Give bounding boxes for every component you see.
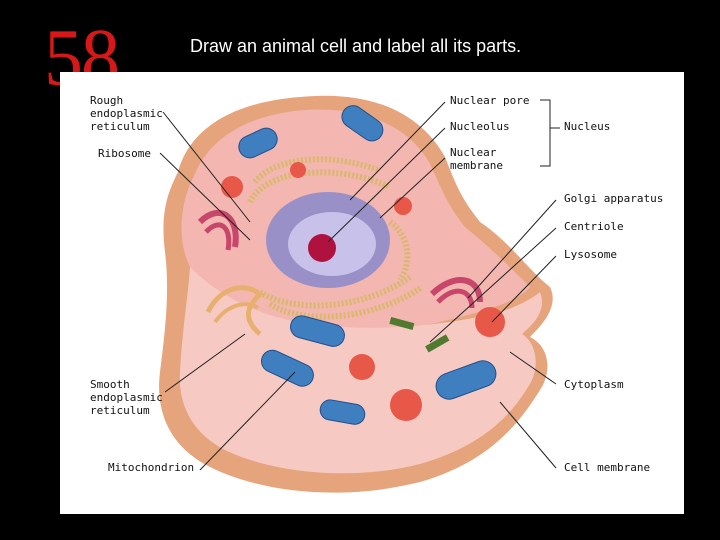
label-mitochondrion: Mitochondrion: [108, 461, 194, 474]
smooth-er-group: [205, 285, 264, 336]
label-nuclear-membrane: membrane: [450, 159, 503, 172]
leader-line: [491, 255, 557, 323]
lysosome-shape: [394, 197, 412, 215]
label-cytoplasm: Cytoplasm: [564, 378, 624, 391]
label-smooth-er: reticulum: [90, 404, 150, 417]
lysosome-shape: [290, 162, 306, 178]
rough-er-shape: [258, 274, 412, 309]
leader-line: [164, 333, 246, 393]
leader-line: [199, 371, 296, 471]
lysosome-shape: [390, 389, 422, 421]
leader-line: [349, 101, 446, 201]
label-nucleus: Nucleus: [564, 120, 610, 133]
leader-line: [429, 227, 557, 343]
label-centriole: Centriole: [564, 220, 624, 233]
mitochondrion-shape: [341, 105, 384, 142]
label-rough-er: reticulum: [90, 120, 150, 133]
animal-cell-diagram: Rough endoplasmic reticulum Ribosome Smo…: [90, 94, 663, 493]
mitochondrion-shape: [435, 360, 497, 400]
leader-line: [159, 152, 251, 241]
label-nucleolus: Nucleolus: [450, 120, 510, 133]
mitochondrion-shape: [260, 349, 314, 387]
mitochondrion-shape: [238, 127, 278, 159]
label-rough-er: endoplasmic: [90, 107, 163, 120]
rough-er-shape: [388, 219, 411, 282]
label-nuclear-membrane: Nuclear: [450, 146, 497, 159]
leader-line: [509, 351, 557, 385]
label-smooth-er: endoplasmic: [90, 391, 163, 404]
label-cell-membrane: Cell membrane: [564, 461, 650, 474]
leader-line: [327, 127, 446, 243]
label-nuclear-pore: Nuclear pore: [450, 94, 529, 107]
leader-line: [467, 199, 557, 299]
mitochondrion-shape: [319, 399, 366, 425]
nucleus-bracket: [540, 99, 560, 167]
label-smooth-er: Smooth: [90, 378, 130, 391]
leader-line: [162, 111, 251, 223]
label-golgi-apparatus: Golgi apparatus: [564, 192, 663, 205]
diagram-panel: Rough endoplasmic reticulum Ribosome Smo…: [60, 72, 684, 514]
lysosome-shape: [349, 354, 375, 380]
label-ribosome: Ribosome: [98, 147, 151, 160]
rough-er-shape: [252, 156, 380, 185]
label-lysosome: Lysosome: [564, 248, 617, 261]
rough-er-shape: [268, 284, 424, 320]
mitochondria-group: [238, 105, 497, 425]
leader-line: [379, 157, 446, 219]
lysosome-shape: [475, 307, 505, 337]
mitochondrion-shape: [290, 315, 345, 347]
label-rough-er: Rough: [90, 94, 123, 107]
slide-title: Draw an animal cell and label all its pa…: [190, 36, 522, 56]
lysosome-shape: [221, 176, 243, 198]
centriole-group: [389, 316, 450, 353]
leader-line: [499, 401, 557, 469]
